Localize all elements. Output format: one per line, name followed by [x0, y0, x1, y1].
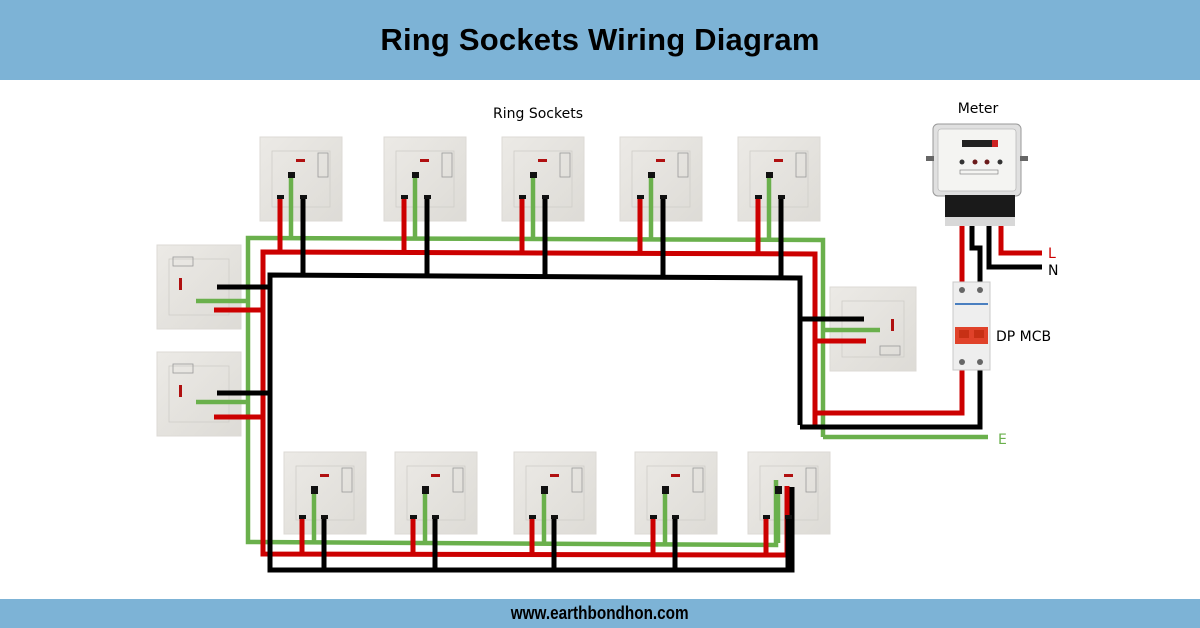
wires-group	[196, 172, 1042, 573]
terminal	[541, 486, 548, 494]
terminal	[288, 172, 295, 178]
terminal	[672, 515, 679, 519]
socket-switch	[805, 467, 817, 493]
terminal	[401, 195, 408, 199]
socket-switch	[677, 152, 689, 178]
terminal	[529, 515, 536, 519]
terminal	[662, 486, 669, 494]
terminal	[410, 515, 417, 519]
energy-meter	[926, 123, 1028, 226]
terminal	[277, 195, 284, 199]
live-label: L	[1048, 246, 1056, 262]
terminal	[432, 515, 439, 519]
socket-switch	[341, 467, 353, 493]
socket-indicator	[538, 159, 547, 162]
socket-switch	[452, 467, 464, 493]
terminal	[519, 195, 526, 199]
terminal	[321, 515, 328, 519]
terminal	[311, 486, 318, 494]
socket-indicator	[179, 385, 182, 397]
mcb-label: DP MCB	[996, 329, 1051, 345]
socket-switch	[441, 152, 453, 178]
sockets-group	[156, 136, 917, 535]
socket-switch	[172, 256, 194, 267]
terminal	[412, 172, 419, 178]
live-feed-wire	[815, 364, 965, 416]
terminal	[648, 172, 655, 178]
socket-switch	[172, 363, 194, 374]
supply-neutral-wire	[986, 208, 1042, 270]
terminal	[551, 515, 558, 519]
socket-indicator	[671, 474, 680, 477]
socket-switch	[879, 345, 901, 356]
socket-switch	[795, 152, 807, 178]
socket-indicator	[891, 319, 894, 331]
socket-indicator	[320, 474, 329, 477]
socket-switch	[692, 467, 704, 493]
terminal	[542, 195, 549, 199]
terminal	[637, 195, 644, 199]
socket-indicator	[656, 159, 665, 162]
socket-indicator	[774, 159, 783, 162]
terminal	[300, 195, 307, 199]
socket-indicator	[550, 474, 559, 477]
socket-indicator	[420, 159, 429, 162]
socket-indicator	[784, 474, 793, 477]
socket-switch	[317, 152, 329, 178]
header-banner: Ring Sockets Wiring Diagram	[0, 0, 1200, 80]
neutral-ring-wire	[267, 272, 803, 573]
terminal	[660, 195, 667, 199]
socket-switch	[571, 467, 583, 493]
neutral-feed-wire	[800, 364, 983, 430]
neutral-label: N	[1048, 263, 1058, 279]
terminal	[785, 515, 792, 519]
page-title: Ring Sockets Wiring Diagram	[380, 22, 820, 57]
earth-label: E	[998, 432, 1007, 448]
terminal	[766, 172, 773, 178]
terminal	[778, 195, 785, 199]
terminal	[424, 195, 431, 199]
website-url: www.earthbondhon.com	[511, 603, 689, 623]
neutral-meter-mcb	[969, 208, 983, 289]
terminal	[650, 515, 657, 519]
terminal	[755, 195, 762, 199]
terminal	[422, 486, 429, 494]
socket-indicator	[179, 278, 182, 290]
ring-sockets-label: Ring Sockets	[493, 106, 583, 122]
socket-switch	[559, 152, 571, 178]
socket-indicator	[431, 474, 440, 477]
dp-mcb	[952, 281, 991, 371]
terminal	[775, 486, 782, 494]
footer-banner: www.earthbondhon.com	[0, 599, 1200, 628]
terminal	[530, 172, 537, 178]
socket-indicator	[296, 159, 305, 162]
terminal	[763, 515, 770, 519]
wiring-diagram: Ring Sockets Meter DP MCB L N E	[156, 101, 1058, 573]
meter-label: Meter	[958, 101, 999, 117]
terminal	[299, 515, 306, 519]
